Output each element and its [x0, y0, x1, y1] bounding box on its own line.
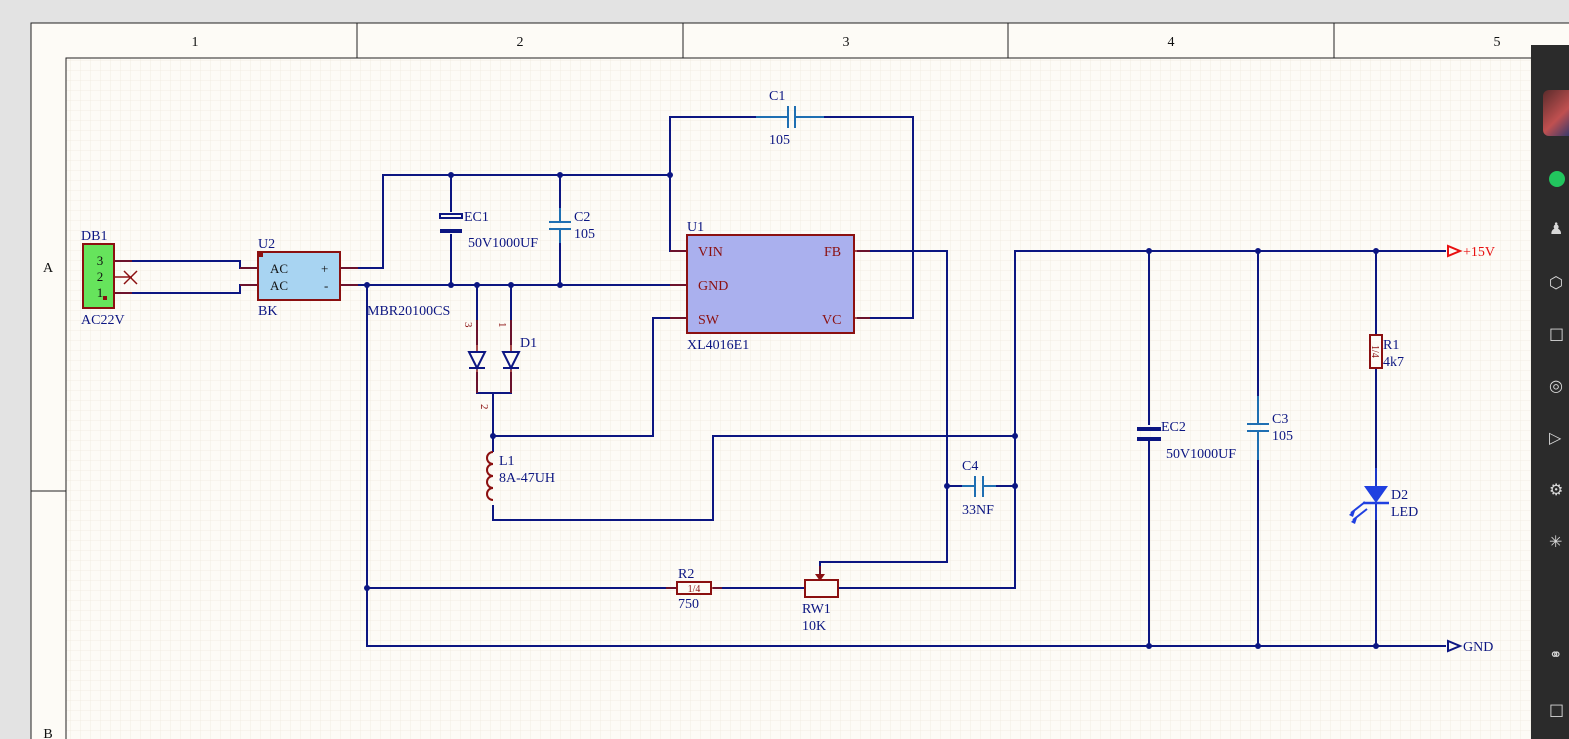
u2-pin-ac2: AC: [270, 278, 288, 293]
d2-value: LED: [1391, 505, 1418, 520]
column-label-4: 4: [1168, 35, 1175, 50]
connector-db1[interactable]: 3 2 1 DB1 AC22V: [81, 229, 138, 328]
u2-pin-plus: +: [321, 261, 328, 276]
port-vout-label: +15V: [1463, 245, 1495, 260]
led-d2[interactable]: D2 LED: [1349, 468, 1418, 524]
db1-value: AC22V: [81, 313, 125, 328]
ec1-value: 50V1000UF: [468, 236, 538, 251]
sparkle-icon[interactable]: ✳: [1549, 532, 1563, 551]
bridge-u2[interactable]: AC AC + - U2 BK: [240, 237, 358, 319]
r2-body-label: 1/4: [688, 584, 701, 595]
c2-value: 105: [574, 227, 595, 242]
gear-icon[interactable]: ⚙: [1549, 480, 1564, 499]
link-icon[interactable]: ⚭: [1549, 645, 1563, 664]
c4-ref: C4: [962, 459, 978, 474]
capacitor-ec2[interactable]: EC2 50V1000UF: [1137, 420, 1236, 462]
ec2-value: 50V1000UF: [1166, 447, 1236, 462]
c1-value: 105: [769, 133, 790, 148]
l1-value: 8A-47UH: [499, 471, 555, 486]
ec1-ref: EC1: [464, 210, 489, 225]
frame-labels: 1 2 3 4 5 A B: [43, 35, 1501, 739]
rw1-value: 10K: [802, 619, 826, 634]
column-label-1: 1: [192, 35, 199, 50]
port-gnd-label: GND: [1463, 640, 1493, 655]
capacitor-c3[interactable]: C3 105: [1247, 396, 1293, 460]
r1-ref: R1: [1383, 338, 1399, 353]
d1-pin-1: 1: [496, 322, 508, 328]
u1-pin-fb: FB: [824, 245, 841, 260]
db1-pin-2: 2: [97, 269, 104, 284]
r1-value: 4k7: [1383, 355, 1404, 370]
port-gnd[interactable]: GND: [1447, 639, 1493, 655]
folder-icon[interactable]: □: [1549, 324, 1565, 343]
ic-u1[interactable]: VIN GND SW FB VC U1 XL4016E1: [670, 220, 870, 353]
d1-pin-3: 3: [462, 322, 474, 328]
resistor-r1[interactable]: 1/4 R1 4k7: [1369, 334, 1404, 370]
ec2-ref: EC2: [1161, 420, 1186, 435]
l1-ref: L1: [499, 454, 515, 469]
u1-ref: U1: [687, 220, 704, 235]
r2-ref: R2: [678, 567, 694, 582]
row-label-b: B: [43, 727, 52, 739]
cube-icon[interactable]: ⬡: [1549, 273, 1563, 292]
c1-ref: C1: [769, 89, 785, 104]
u1-pin-vin: VIN: [698, 245, 723, 260]
u2-ref: U2: [258, 237, 275, 252]
db1-pin-1: 1: [97, 285, 104, 300]
c2-ref: C2: [574, 210, 590, 225]
capacitor-c1[interactable]: C1 105: [756, 89, 824, 148]
u1-pin-gnd: GND: [698, 279, 728, 294]
capacitor-c4[interactable]: C4 33NF: [962, 459, 996, 518]
u1-value: XL4016E1: [687, 338, 749, 353]
capacitor-ec1[interactable]: EC1 50V1000UF: [439, 210, 538, 251]
u2-pin-ac1: AC: [270, 261, 288, 276]
chat-icon[interactable]: [1549, 171, 1565, 187]
junctions: [364, 172, 1379, 649]
doc-icon[interactable]: □: [1549, 700, 1565, 719]
row-label-a: A: [43, 261, 54, 276]
r2-value: 750: [678, 597, 699, 612]
d2-ref: D2: [1391, 488, 1408, 503]
app-sidebar: ♟ ⬡ □ ◎ ▷ ⚙ ✳ ⚭ □: [1531, 45, 1569, 739]
avatar-icon[interactable]: [1543, 90, 1569, 136]
inductor-l1[interactable]: L1 8A-47UH: [486, 451, 555, 501]
user-icon[interactable]: ♟: [1549, 219, 1564, 238]
db1-ref: DB1: [81, 229, 107, 244]
tag-icon[interactable]: ▷: [1549, 428, 1562, 447]
c3-value: 105: [1272, 429, 1293, 444]
u1-pin-sw: SW: [698, 313, 720, 328]
port-vout[interactable]: +15V: [1447, 244, 1495, 260]
column-label-2: 2: [517, 35, 524, 50]
d1-ref: D1: [520, 336, 537, 351]
u2-pin-minus: -: [324, 278, 328, 293]
u1-pin-vc: VC: [822, 313, 841, 328]
drawing-area: [65, 57, 1567, 739]
potentiometer-rw1[interactable]: RW1 10K: [802, 566, 839, 634]
column-label-3: 3: [843, 35, 850, 50]
capacitor-c2[interactable]: C2 105: [549, 208, 595, 243]
d1-pin-2: 2: [478, 404, 490, 410]
d1-part: MBR20100CS: [367, 304, 450, 319]
c3-ref: C3: [1272, 412, 1288, 427]
frame-dividers: [31, 23, 1335, 492]
diode-d1[interactable]: 3 1 2 D1 MBR20100CS: [367, 304, 537, 410]
resistor-r2[interactable]: 1/4 R2 750: [666, 567, 722, 612]
c4-value: 33NF: [962, 503, 994, 518]
u2-value: BK: [258, 304, 277, 319]
r1-body-label: 1/4: [1369, 345, 1380, 358]
db1-pin-3: 3: [97, 253, 104, 268]
rw1-ref: RW1: [802, 602, 831, 617]
camera-icon[interactable]: ◎: [1549, 376, 1563, 395]
column-label-5: 5: [1494, 35, 1501, 50]
